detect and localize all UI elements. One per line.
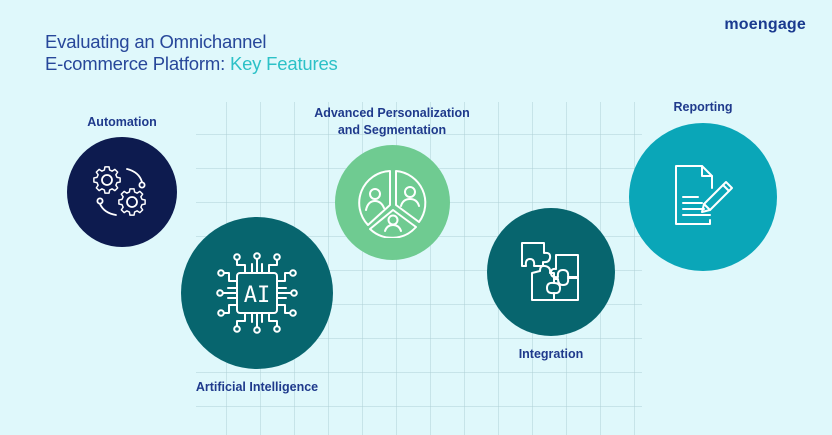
page-title: Evaluating an Omnichannel E-commerce Pla… — [45, 31, 338, 75]
moengage-logo: moengage — [724, 16, 806, 33]
automation-circle — [67, 137, 177, 247]
segmentation-circle — [335, 145, 450, 260]
gears-icon — [93, 166, 146, 216]
integration-circle — [487, 208, 615, 336]
reporting-circle — [629, 123, 777, 271]
svg-text:AI: AI — [244, 283, 271, 308]
segmented-users-pie-icon — [357, 169, 426, 238]
reporting-label: Reporting — [673, 100, 733, 114]
ai-chip-icon: AI — [216, 252, 298, 334]
ai-circle: AI — [181, 217, 333, 369]
automation-label: Automation — [87, 115, 157, 129]
title-line-1: Evaluating an Omnichannel — [45, 31, 267, 52]
document-pen-icon — [675, 165, 733, 225]
ai-label: Artificial Intelligence — [195, 380, 319, 394]
integration-label: Integration — [518, 347, 584, 361]
title-accent: Key Features — [229, 53, 338, 74]
puzzle-icon — [521, 242, 579, 301]
segmentation-label: Advanced Personalization and Segmentatio… — [314, 106, 470, 137]
title-line-2: E-commerce Platform: Key Features — [45, 53, 338, 74]
